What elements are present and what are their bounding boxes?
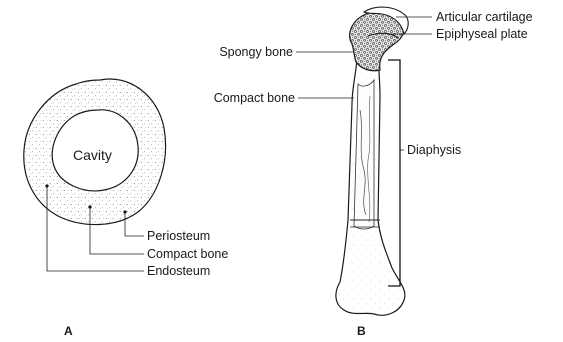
spongy-bone-label: Spongy bone: [219, 45, 293, 59]
cavity-label: Cavity: [73, 147, 112, 163]
compact-bone-b-label: Compact bone: [214, 91, 295, 105]
epiphyseal-plate-label: Epiphyseal plate: [436, 27, 528, 41]
compact-bone-a-label: Compact bone: [147, 247, 228, 261]
articular-cartilage-label: Articular cartilage: [436, 10, 533, 24]
panel-b-letter: B: [357, 324, 366, 338]
diaphysis-bracket: [388, 60, 400, 286]
panel-a-cross-section: Cavity Periosteum Compact bone Endosteum…: [24, 79, 229, 338]
periosteum-label: Periosteum: [147, 229, 210, 243]
diaphysis-label: Diaphysis: [407, 143, 461, 157]
panel-a-letter: A: [64, 324, 73, 338]
endosteum-label: Endosteum: [147, 264, 210, 278]
panel-b-long-bone: Articular cartilage Epiphyseal plate Spo…: [214, 7, 533, 338]
